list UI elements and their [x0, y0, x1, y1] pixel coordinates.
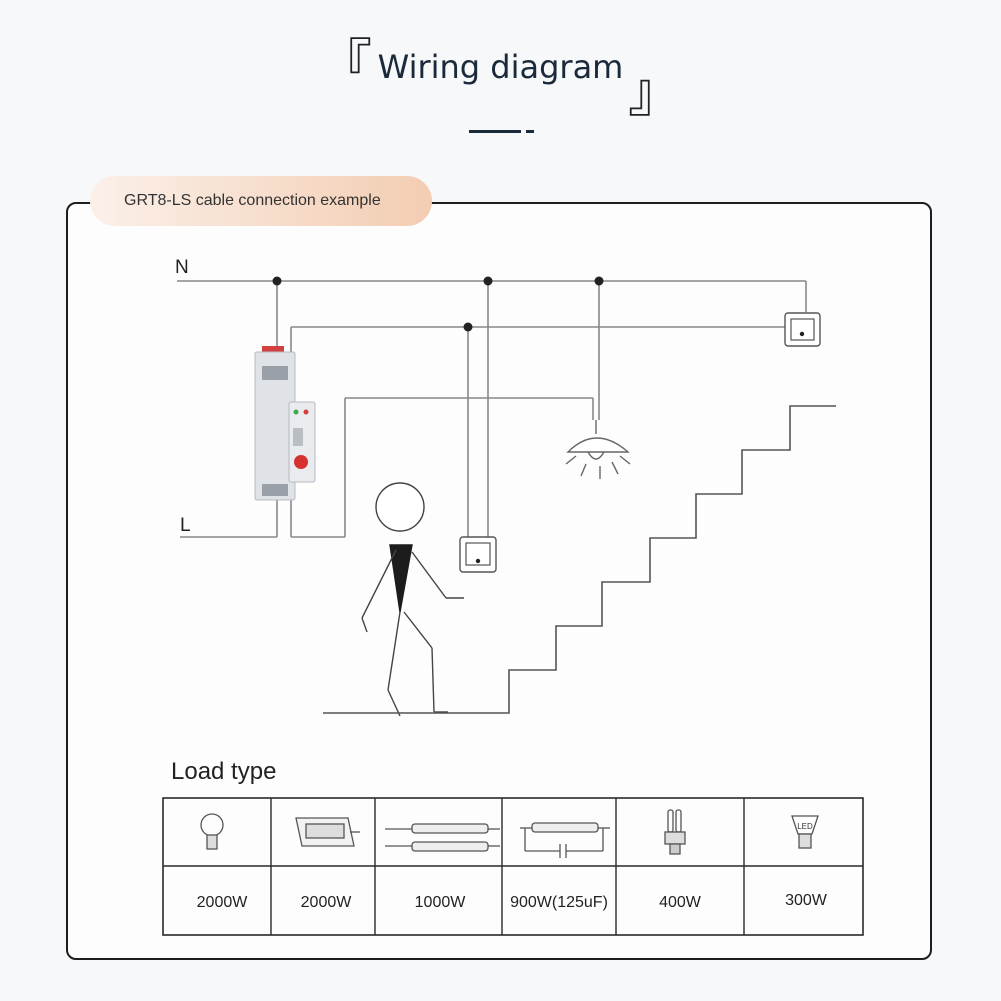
title-underline-dot: [526, 130, 534, 133]
junction-dot: [594, 276, 604, 286]
ceiling-lamp-icon: [565, 420, 631, 479]
relay-module-icon: [254, 346, 316, 501]
load-power: 400W: [659, 894, 702, 911]
load-power: 2000W: [301, 894, 353, 911]
example-label-pill: GRT8-LS cable connection example: [90, 176, 432, 226]
load-power: 2000W: [197, 894, 249, 911]
energy-saving-lamp-icon: [664, 809, 686, 855]
fluorescent-tube-pair-icon: [385, 823, 500, 852]
fluorescent-tube-capacitor-icon: [520, 822, 610, 858]
staircase: [323, 405, 836, 714]
page-title: Wiring diagram: [0, 48, 1001, 86]
load-table: LED 2000W 2000W 1000W 900W(125uF) 400W 3…: [162, 797, 864, 936]
bracket-open: 『: [318, 33, 372, 96]
person-icon: [361, 482, 464, 717]
junctions: [272, 276, 604, 332]
load-power: 900W(125uF): [510, 894, 608, 911]
incandescent-bulb-icon: [200, 813, 224, 850]
led-lamp-icon: LED: [791, 815, 819, 849]
bracket-close: 』: [628, 61, 682, 124]
svg-text:LED: LED: [797, 822, 813, 831]
example-label: GRT8-LS cable connection example: [124, 192, 381, 209]
junction-dot: [463, 322, 473, 332]
title-text: Wiring diagram: [377, 48, 624, 86]
wall-switch-icon: [459, 536, 497, 573]
wires: [177, 280, 807, 538]
load-power: 1000W: [415, 894, 467, 911]
junction-dot: [483, 276, 493, 286]
halogen-lamp-icon: [295, 817, 360, 847]
neutral-label: N: [175, 257, 189, 278]
load-power: 300W: [785, 892, 828, 909]
load-type-title: Load type: [171, 758, 277, 785]
title-underline: [469, 130, 521, 133]
wall-switch-icon: [784, 312, 821, 347]
junction-dot: [272, 276, 282, 286]
live-label: L: [180, 515, 191, 536]
